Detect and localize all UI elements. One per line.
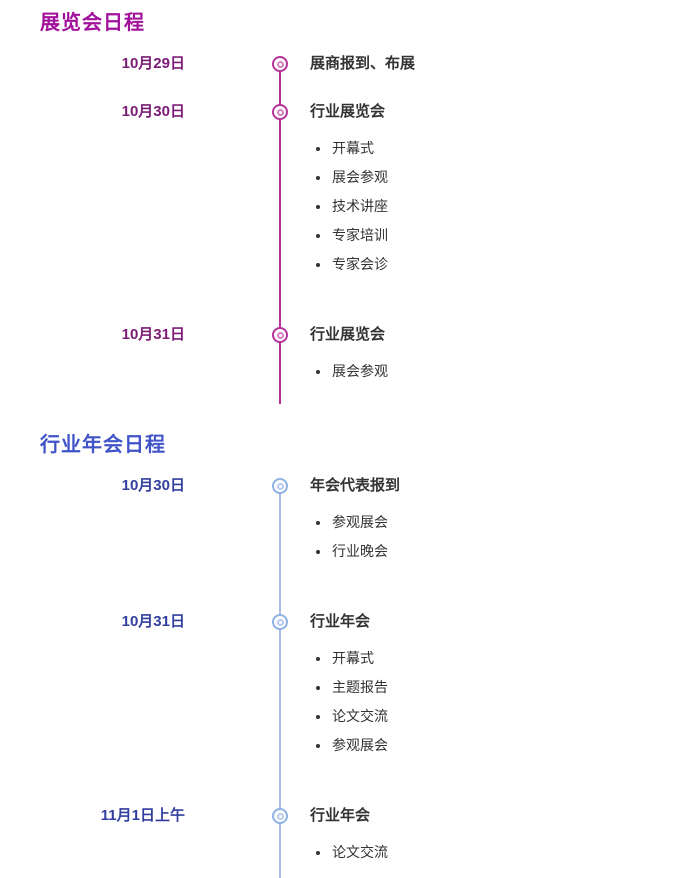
bullet-icon [316, 520, 320, 525]
timeline-marker-dot-icon [276, 331, 284, 339]
event-title: 行业展览会 [310, 326, 386, 343]
event-date: 10月31日 [121, 613, 185, 630]
timeline-marker-dot-icon [276, 108, 284, 116]
timeline-line [279, 486, 281, 878]
event-item: 行业晚会 [316, 537, 400, 566]
event-item-list: 开幕式 展会参观 技术讲座 专家培训 专家会诊 [310, 134, 388, 279]
event-title: 年会代表报到 [310, 477, 401, 494]
event-title: 行业年会 [310, 613, 371, 630]
timeline-event: 10月30日 行业展览会 开幕式 展会参观 技术讲座 专家培训 专家会诊 [0, 102, 679, 297]
event-item-label: 参观展会 [332, 514, 388, 530]
timeline-event: 11月1日上午 行业年会 论文交流 [0, 806, 679, 878]
event-item-list: 论文交流 [310, 838, 388, 867]
event-item-label: 技术讲座 [332, 198, 388, 214]
timeline-marker-icon [272, 56, 288, 72]
event-item-label: 展会参观 [332, 363, 388, 379]
event-item: 论文交流 [316, 838, 388, 867]
timeline-marker-icon [272, 614, 288, 630]
event-date: 11月1日上午 [100, 807, 185, 824]
timeline-line [279, 64, 281, 404]
event-item: 专家会诊 [316, 250, 388, 279]
bullet-icon [316, 146, 320, 151]
event-item-label: 专家会诊 [332, 256, 388, 272]
section-title: 展览会日程 [40, 12, 145, 34]
event-item-label: 论文交流 [332, 708, 388, 724]
timeline-marker-icon [272, 478, 288, 494]
event-item: 展会参观 [316, 357, 388, 386]
event-title: 行业年会 [310, 807, 371, 824]
timeline-marker-icon [272, 327, 288, 343]
bullet-icon [316, 549, 320, 554]
annual-meeting-timeline: 10月30日 年会代表报到 参观展会 行业晚会 10月31日 行业年会 开幕式 [0, 476, 679, 878]
event-body: 行业年会 论文交流 [310, 806, 388, 878]
timeline-marker-dot-icon [276, 482, 284, 490]
event-title: 行业展览会 [310, 103, 386, 120]
event-item-list: 参观展会 行业晚会 [310, 508, 400, 566]
timeline-marker-icon [272, 104, 288, 120]
event-item-list: 开幕式 主题报告 论文交流 参观展会 [310, 644, 388, 760]
timeline-marker-dot-icon [276, 60, 284, 68]
bullet-icon [316, 743, 320, 748]
timeline-marker-dot-icon [276, 812, 284, 820]
event-item: 参观展会 [316, 731, 388, 760]
event-item: 开幕式 [316, 644, 388, 673]
bullet-icon [316, 656, 320, 661]
event-item-label: 行业晚会 [332, 543, 388, 559]
bullet-icon [316, 175, 320, 180]
section-exhibition-schedule: 展览会日程 10月29日 展商报到、布展 10月30日 行业展览会 开幕式 展会… [0, 10, 679, 404]
event-item: 开幕式 [316, 134, 388, 163]
timeline-marker-icon [272, 808, 288, 824]
event-item: 展会参观 [316, 163, 388, 192]
section-annual-meeting-schedule: 行业年会日程 10月30日 年会代表报到 参观展会 行业晚会 10月31日 [0, 432, 679, 878]
event-body: 展商报到、布展 [310, 54, 415, 74]
bullet-icon [316, 262, 320, 267]
event-item: 技术讲座 [316, 192, 388, 221]
event-item-label: 开幕式 [332, 650, 374, 666]
event-item-label: 主题报告 [332, 679, 388, 695]
event-item-label: 论文交流 [332, 844, 388, 860]
event-item-label: 参观展会 [332, 737, 388, 753]
event-date: 10月29日 [121, 55, 185, 72]
timeline-marker-dot-icon [276, 618, 284, 626]
event-body: 行业展览会 展会参观 [310, 325, 388, 404]
exhibition-timeline: 10月29日 展商报到、布展 10月30日 行业展览会 开幕式 展会参观 技术讲… [0, 54, 679, 404]
event-date: 10月30日 [121, 103, 185, 120]
section-title: 行业年会日程 [40, 434, 166, 456]
event-date: 10月30日 [121, 477, 185, 494]
event-title: 展商报到、布展 [310, 55, 416, 72]
timeline-event: 10月30日 年会代表报到 参观展会 行业晚会 [0, 476, 679, 584]
event-body: 行业年会 开幕式 主题报告 论文交流 参观展会 [310, 612, 388, 778]
event-item-label: 专家培训 [332, 227, 388, 243]
event-date: 10月31日 [121, 326, 185, 343]
timeline-event: 10月29日 展商报到、布展 [0, 54, 679, 74]
event-body: 行业展览会 开幕式 展会参观 技术讲座 专家培训 专家会诊 [310, 102, 388, 297]
event-item-list: 展会参观 [310, 357, 388, 386]
event-body: 年会代表报到 参观展会 行业晚会 [310, 476, 400, 584]
event-item: 论文交流 [316, 702, 388, 731]
event-item-label: 开幕式 [332, 140, 374, 156]
bullet-icon [316, 850, 320, 855]
bullet-icon [316, 685, 320, 690]
bullet-icon [316, 233, 320, 238]
event-item: 参观展会 [316, 508, 400, 537]
event-item-label: 展会参观 [332, 169, 388, 185]
bullet-icon [316, 369, 320, 374]
event-item: 专家培训 [316, 221, 388, 250]
event-item: 主题报告 [316, 673, 388, 702]
bullet-icon [316, 714, 320, 719]
bullet-icon [316, 204, 320, 209]
timeline-event: 10月31日 行业年会 开幕式 主题报告 论文交流 参观展会 [0, 612, 679, 778]
timeline-event: 10月31日 行业展览会 展会参观 [0, 325, 679, 404]
